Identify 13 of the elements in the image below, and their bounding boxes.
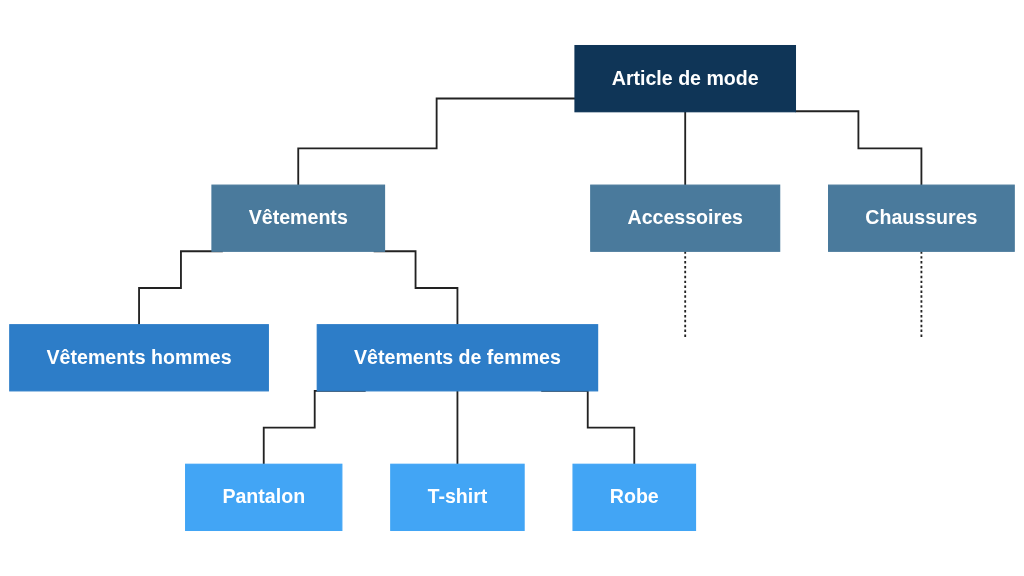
connector [684,110,687,187]
node-box: Vêtements hommes [9,324,269,392]
node-box: Robe [572,463,697,531]
node-box: Vêtements de femmes [316,324,599,392]
connector [456,389,459,466]
node-box: T-shirt [390,463,525,531]
node-box: Chaussures [828,184,1015,252]
node-box: Article de mode [574,45,796,113]
connector [794,110,923,187]
node-box: Pantalon [185,463,343,531]
node-box: Vêtements [211,184,386,252]
node-box: Accessoires [590,184,781,252]
connector [297,97,576,187]
